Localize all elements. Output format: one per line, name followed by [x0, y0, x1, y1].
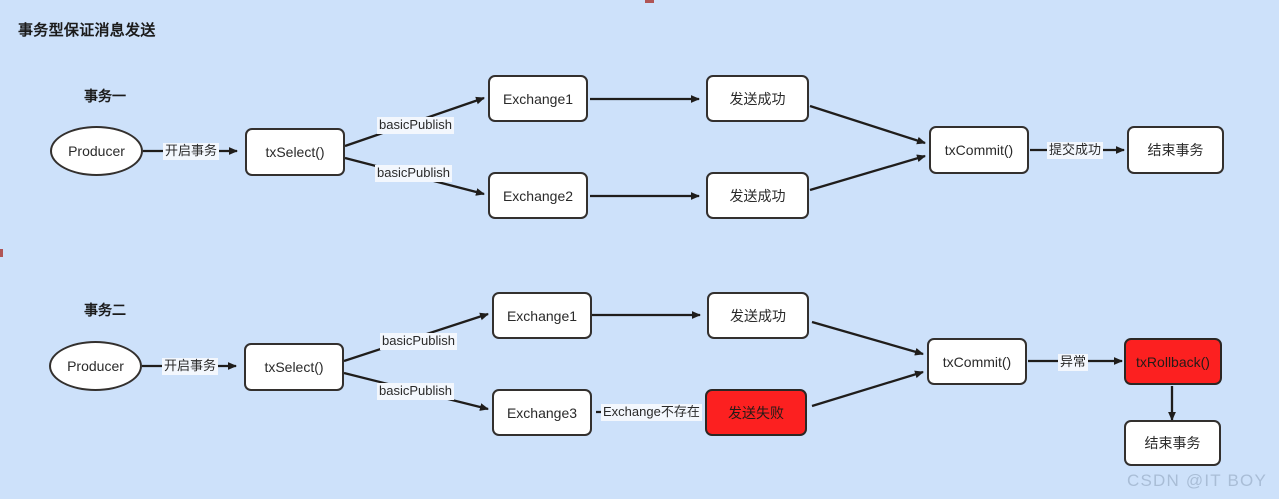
- node-txcommit-2[interactable]: txCommit(): [927, 338, 1027, 385]
- edge-label-begin-tx-2: 开启事务: [162, 358, 219, 375]
- edge-label-commit-success: 提交成功: [1047, 142, 1104, 159]
- node-txselect-2[interactable]: txSelect(): [244, 343, 344, 391]
- node-exchange2-lane1[interactable]: Exchange2: [488, 172, 588, 219]
- node-exchange1-lane1[interactable]: Exchange1: [488, 75, 588, 122]
- node-txrollback-2[interactable]: txRollback(): [1124, 338, 1222, 385]
- node-exchange1-lane2[interactable]: Exchange1: [492, 292, 592, 339]
- edge-label-begin-tx-1: 开启事务: [163, 143, 220, 160]
- artifact-speck-left: [0, 249, 3, 257]
- node-send-success-2[interactable]: 发送成功: [707, 292, 809, 339]
- edge-label-exception: 异常: [1058, 354, 1089, 371]
- lane-label-1: 事务一: [84, 88, 126, 104]
- node-txselect-1[interactable]: txSelect(): [245, 128, 345, 176]
- node-send-success-1b[interactable]: 发送成功: [706, 172, 809, 219]
- node-end-transaction-1[interactable]: 结束事务: [1127, 126, 1224, 174]
- lane-label-2: 事务二: [84, 302, 126, 318]
- watermark: CSDN @IT BOY: [1127, 471, 1267, 490]
- edge-label-basicpublish-1b: basicPublish: [375, 165, 452, 182]
- node-send-success-1a[interactable]: 发送成功: [706, 75, 809, 122]
- node-producer-2[interactable]: Producer: [49, 341, 142, 391]
- edge-label-basicpublish-2a: basicPublish: [380, 333, 457, 350]
- node-txcommit-1[interactable]: txCommit(): [929, 126, 1029, 174]
- node-send-failed-2[interactable]: 发送失败: [705, 389, 807, 436]
- artifact-speck-top: [645, 0, 654, 3]
- node-end-transaction-2[interactable]: 结束事务: [1124, 420, 1221, 466]
- edge-label-basicpublish-2b: basicPublish: [377, 383, 454, 400]
- page-title: 事务型保证消息发送: [18, 22, 156, 39]
- node-producer-1[interactable]: Producer: [50, 126, 143, 176]
- edge-label-exchange-not-exist: Exchange不存在: [601, 404, 702, 421]
- node-exchange3-lane2[interactable]: Exchange3: [492, 389, 592, 436]
- edge-label-basicpublish-1a: basicPublish: [377, 117, 454, 134]
